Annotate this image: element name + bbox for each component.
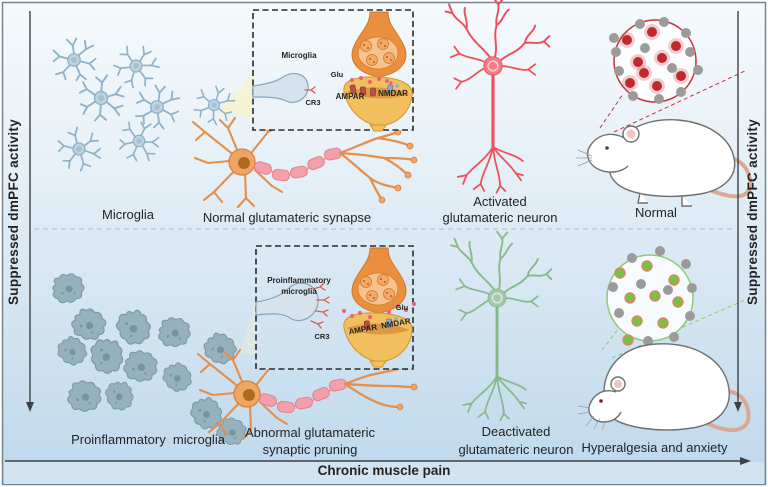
inset-bottom-cr3-label: CR3 — [314, 332, 330, 341]
mouse-eye — [599, 399, 603, 403]
label-proinflammatory-microglia: Proinflammatory microglia — [71, 432, 225, 447]
inset-bottom-glu-label: Glu — [395, 303, 409, 312]
inset-bottom-microglia-label2: microglia — [281, 287, 317, 296]
hyperalgesia-mouse-illustration — [577, 343, 751, 432]
inactive-neuron-dots — [608, 246, 697, 346]
inset-top-microglia-label: Microglia — [281, 51, 317, 60]
receptors — [363, 317, 398, 330]
label-normal-synapse: Normal glutamateric synapse — [202, 210, 372, 225]
label-abnormal-line1: Abnormal glutamateric — [244, 425, 376, 440]
inset-top-nmdar-label: NMDAR — [378, 89, 408, 98]
active-neuron-dots — [619, 24, 689, 94]
label-microglia: Microglia — [101, 207, 154, 222]
microglia-process — [252, 72, 309, 103]
normal-activity-zoom-circle — [599, 17, 748, 133]
right-axis-label: Suppressed dmPFC activity — [745, 118, 760, 306]
label-deactivated-line2: glutamateric neuron — [458, 442, 574, 457]
label-hyperalgesia: Hyperalgesia and anxiety — [581, 440, 728, 455]
glutamate-dots — [350, 76, 389, 84]
myelin-segments — [259, 378, 347, 414]
deactivated-neuron-dots — [614, 260, 684, 346]
bottom-axis-arrow — [5, 457, 751, 465]
cr3-receptor — [304, 86, 316, 94]
normal-mouse-illustration — [576, 119, 753, 207]
glutamate-dots-escaped — [342, 302, 416, 319]
inset-bottom-microglia-label1: Proinflammatory — [267, 276, 331, 285]
bottom-band — [4, 462, 764, 484]
receptors — [349, 81, 399, 97]
myelin-segments — [254, 147, 342, 182]
normal-glutamatergic-neuron-illustration — [191, 116, 418, 209]
right-axis-arrow — [734, 11, 742, 412]
label-deactivated-line1: Deactivated — [481, 424, 551, 439]
inset-top-ampar-label: AMPAR — [335, 92, 365, 101]
label-activated-line1: Activated — [473, 194, 527, 209]
left-axis-arrow — [26, 11, 34, 412]
inset-abnormal-synapse — [255, 247, 416, 368]
microglia-process — [255, 282, 319, 322]
label-abnormal-line2: synaptic pruning — [262, 442, 358, 457]
bottom-axis-label: Chronic muscle pain — [317, 463, 451, 478]
inset-top-glu-label: Glu — [330, 70, 344, 79]
label-normal: Normal — [635, 205, 677, 220]
cr3-receptors — [310, 282, 330, 329]
suppressed-activity-zoom-circle — [601, 246, 746, 359]
label-activated-line2: glutamateric neuron — [442, 210, 558, 225]
mouse-eye — [605, 146, 609, 150]
left-axis-label: Suppressed dmPFC activity — [6, 118, 21, 306]
inactive-neuron-dots — [609, 17, 703, 104]
inset-top-cr3-label: CR3 — [305, 98, 321, 107]
inset-normal-synapse — [252, 11, 413, 132]
